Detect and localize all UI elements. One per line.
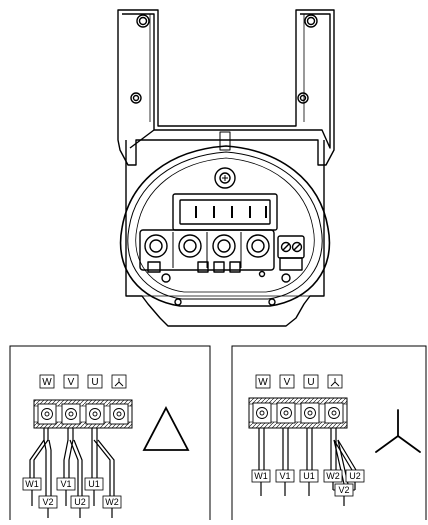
star-symbol	[375, 409, 421, 453]
terminal-studs	[144, 234, 270, 258]
right-wire-labels: W1 V1 U1 W2 U2 V2	[251, 469, 365, 497]
right-terminal-strip	[248, 397, 348, 429]
left-label-w: W	[42, 377, 52, 388]
right-label-u: U	[307, 377, 314, 388]
right-wire-u1: U1	[303, 471, 315, 481]
left-wire-v1: V1	[60, 479, 71, 489]
left-wire-w2: W2	[105, 497, 119, 507]
left-header-labels: W V U	[39, 374, 127, 389]
left-wire-u2: U2	[74, 497, 86, 507]
mount-hole-mid-right	[297, 92, 309, 104]
left-label-u: U	[91, 377, 98, 388]
delta-symbol	[142, 406, 190, 451]
right-ground-icon	[330, 378, 340, 387]
left-wire-w1: W1	[25, 479, 39, 489]
bracket-inner-left	[122, 13, 155, 149]
oval-housing	[119, 145, 331, 307]
left-wire-u1: U1	[88, 479, 100, 489]
mount-hole-top-right	[304, 14, 318, 28]
right-panel: W V U	[231, 345, 427, 520]
mount-hole-top-left	[136, 14, 150, 28]
right-wire-v2: V2	[338, 485, 349, 495]
left-wires	[29, 428, 115, 518]
right-wire-v1: V1	[279, 471, 290, 481]
left-panel-frame	[9, 345, 211, 520]
right-wire-w1: W1	[254, 471, 268, 481]
left-ground-icon	[114, 378, 124, 387]
left-terminal-strip	[33, 399, 133, 429]
left-wire-v2: V2	[42, 497, 53, 507]
right-wire-w2: W2	[326, 471, 340, 481]
terminal-box-drawing	[117, 9, 335, 327]
left-panel: W V U	[9, 345, 211, 520]
ground-screw	[214, 167, 236, 189]
left-label-v: V	[68, 377, 75, 388]
terminal-row	[139, 229, 275, 271]
mount-hole-mid-left	[130, 92, 142, 104]
right-label-v: V	[284, 377, 291, 388]
right-wires	[258, 428, 357, 506]
bracket-inner-right	[300, 13, 331, 149]
right-header-labels: W V U	[255, 374, 343, 389]
left-wire-labels: W1 V1 U1 V2 U2 W2	[22, 477, 122, 509]
right-label-w: W	[258, 377, 268, 388]
right-wire-u2: U2	[349, 471, 361, 481]
right-panel-frame	[231, 345, 427, 520]
